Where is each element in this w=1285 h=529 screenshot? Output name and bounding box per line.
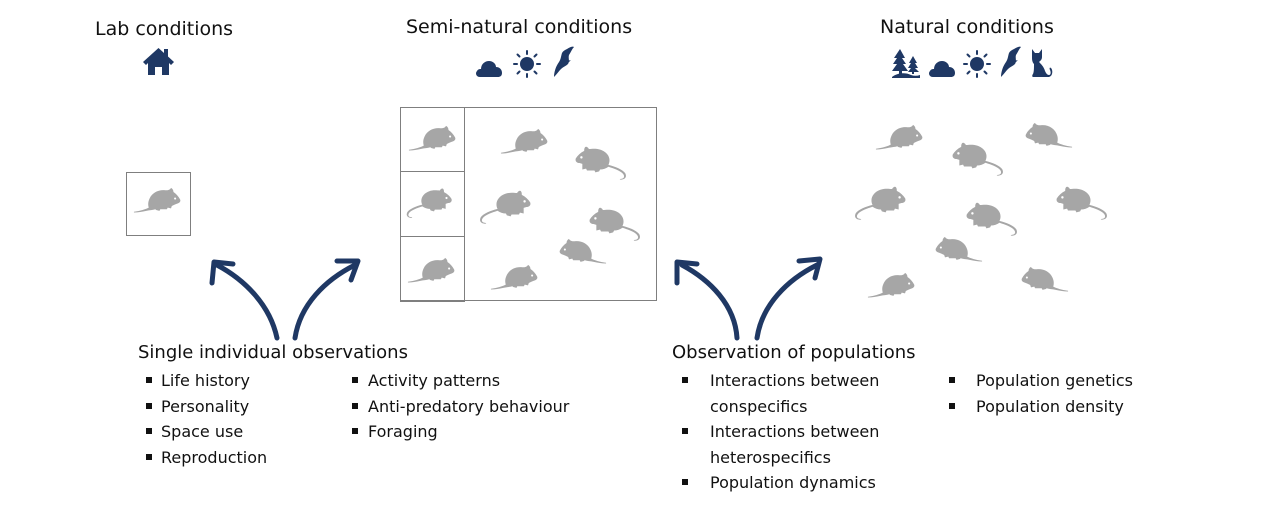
enclosure-cell-1	[400, 107, 465, 172]
mouse-icon	[1054, 184, 1110, 222]
arrow-to-semi-natural	[292, 262, 358, 341]
list-item: Interactions between	[682, 368, 879, 394]
list-item: Population genetics	[949, 368, 1133, 394]
mouse-icon	[866, 272, 916, 300]
list-item-continuation: heterospecifics	[710, 447, 831, 467]
list-item: Life history	[146, 368, 267, 394]
cloud-icon	[929, 61, 955, 77]
list-item: Foraging	[352, 419, 569, 445]
mouse-icon	[950, 140, 1006, 178]
mouse-icon	[1020, 266, 1070, 294]
mouse-icon	[499, 128, 549, 156]
list-item: Personality	[146, 394, 267, 420]
mouse-icon	[477, 188, 533, 226]
list-item: Population dynamics	[682, 470, 879, 496]
lab-cage	[126, 172, 191, 236]
lab-icons	[142, 46, 175, 76]
cat-icon	[1032, 49, 1053, 77]
populations-list-1: Interactions between conspecifics Intera…	[682, 368, 879, 496]
arrow-to-natural	[754, 262, 820, 341]
sun-icon	[963, 50, 991, 78]
list-item: Space use	[146, 419, 267, 445]
populations-title: Observation of populations	[672, 342, 916, 363]
natural-icons	[891, 46, 1053, 78]
single-individual-list-1: Life history Personality Space use Repro…	[146, 368, 267, 470]
enclosure-cell-2	[400, 171, 465, 237]
bird-icon	[1001, 46, 1021, 77]
mouse-icon	[1024, 122, 1074, 150]
house-icon	[143, 48, 174, 75]
single-individual-list-2: Activity patterns Anti-predatory behavio…	[352, 368, 569, 445]
trees-icon	[892, 49, 920, 78]
arrow-to-lab	[214, 262, 280, 341]
arrows-single-individual	[209, 258, 361, 341]
arrow-to-semi-natural-pop	[679, 262, 740, 341]
list-item: Reproduction	[146, 445, 267, 471]
mouse-icon	[852, 184, 908, 222]
single-individual-title: Single individual observations	[138, 342, 408, 363]
bird-icon	[554, 46, 574, 77]
semi-natural-icons	[475, 46, 575, 78]
natural-population	[840, 110, 1120, 310]
arrows-populations	[674, 256, 823, 341]
mouse-icon	[874, 124, 924, 152]
lab-conditions-title: Lab conditions	[95, 18, 234, 40]
mouse-icon	[132, 187, 182, 215]
mouse-icon	[558, 238, 608, 266]
natural-conditions-title: Natural conditions	[880, 16, 1054, 38]
semi-natural-conditions-title: Semi-natural conditions	[406, 16, 633, 38]
mouse-icon	[406, 257, 456, 285]
mouse-icon	[964, 200, 1020, 238]
mouse-icon	[407, 125, 457, 153]
mouse-icon	[404, 186, 454, 220]
list-item: Activity patterns	[352, 368, 569, 394]
list-item-continuation: conspecifics	[710, 396, 808, 416]
populations-list-2: Population genetics Population density	[949, 368, 1133, 419]
list-item: Anti-predatory behaviour	[352, 394, 569, 420]
list-item: Population density	[949, 394, 1133, 420]
enclosure-cell-3	[400, 236, 465, 302]
mouse-icon	[934, 236, 984, 264]
cloud-icon	[476, 61, 502, 77]
semi-natural-enclosure	[400, 107, 657, 302]
mouse-icon	[489, 264, 539, 292]
mouse-icon	[573, 144, 629, 182]
list-item: Interactions between	[682, 419, 879, 445]
sun-icon	[513, 50, 541, 78]
